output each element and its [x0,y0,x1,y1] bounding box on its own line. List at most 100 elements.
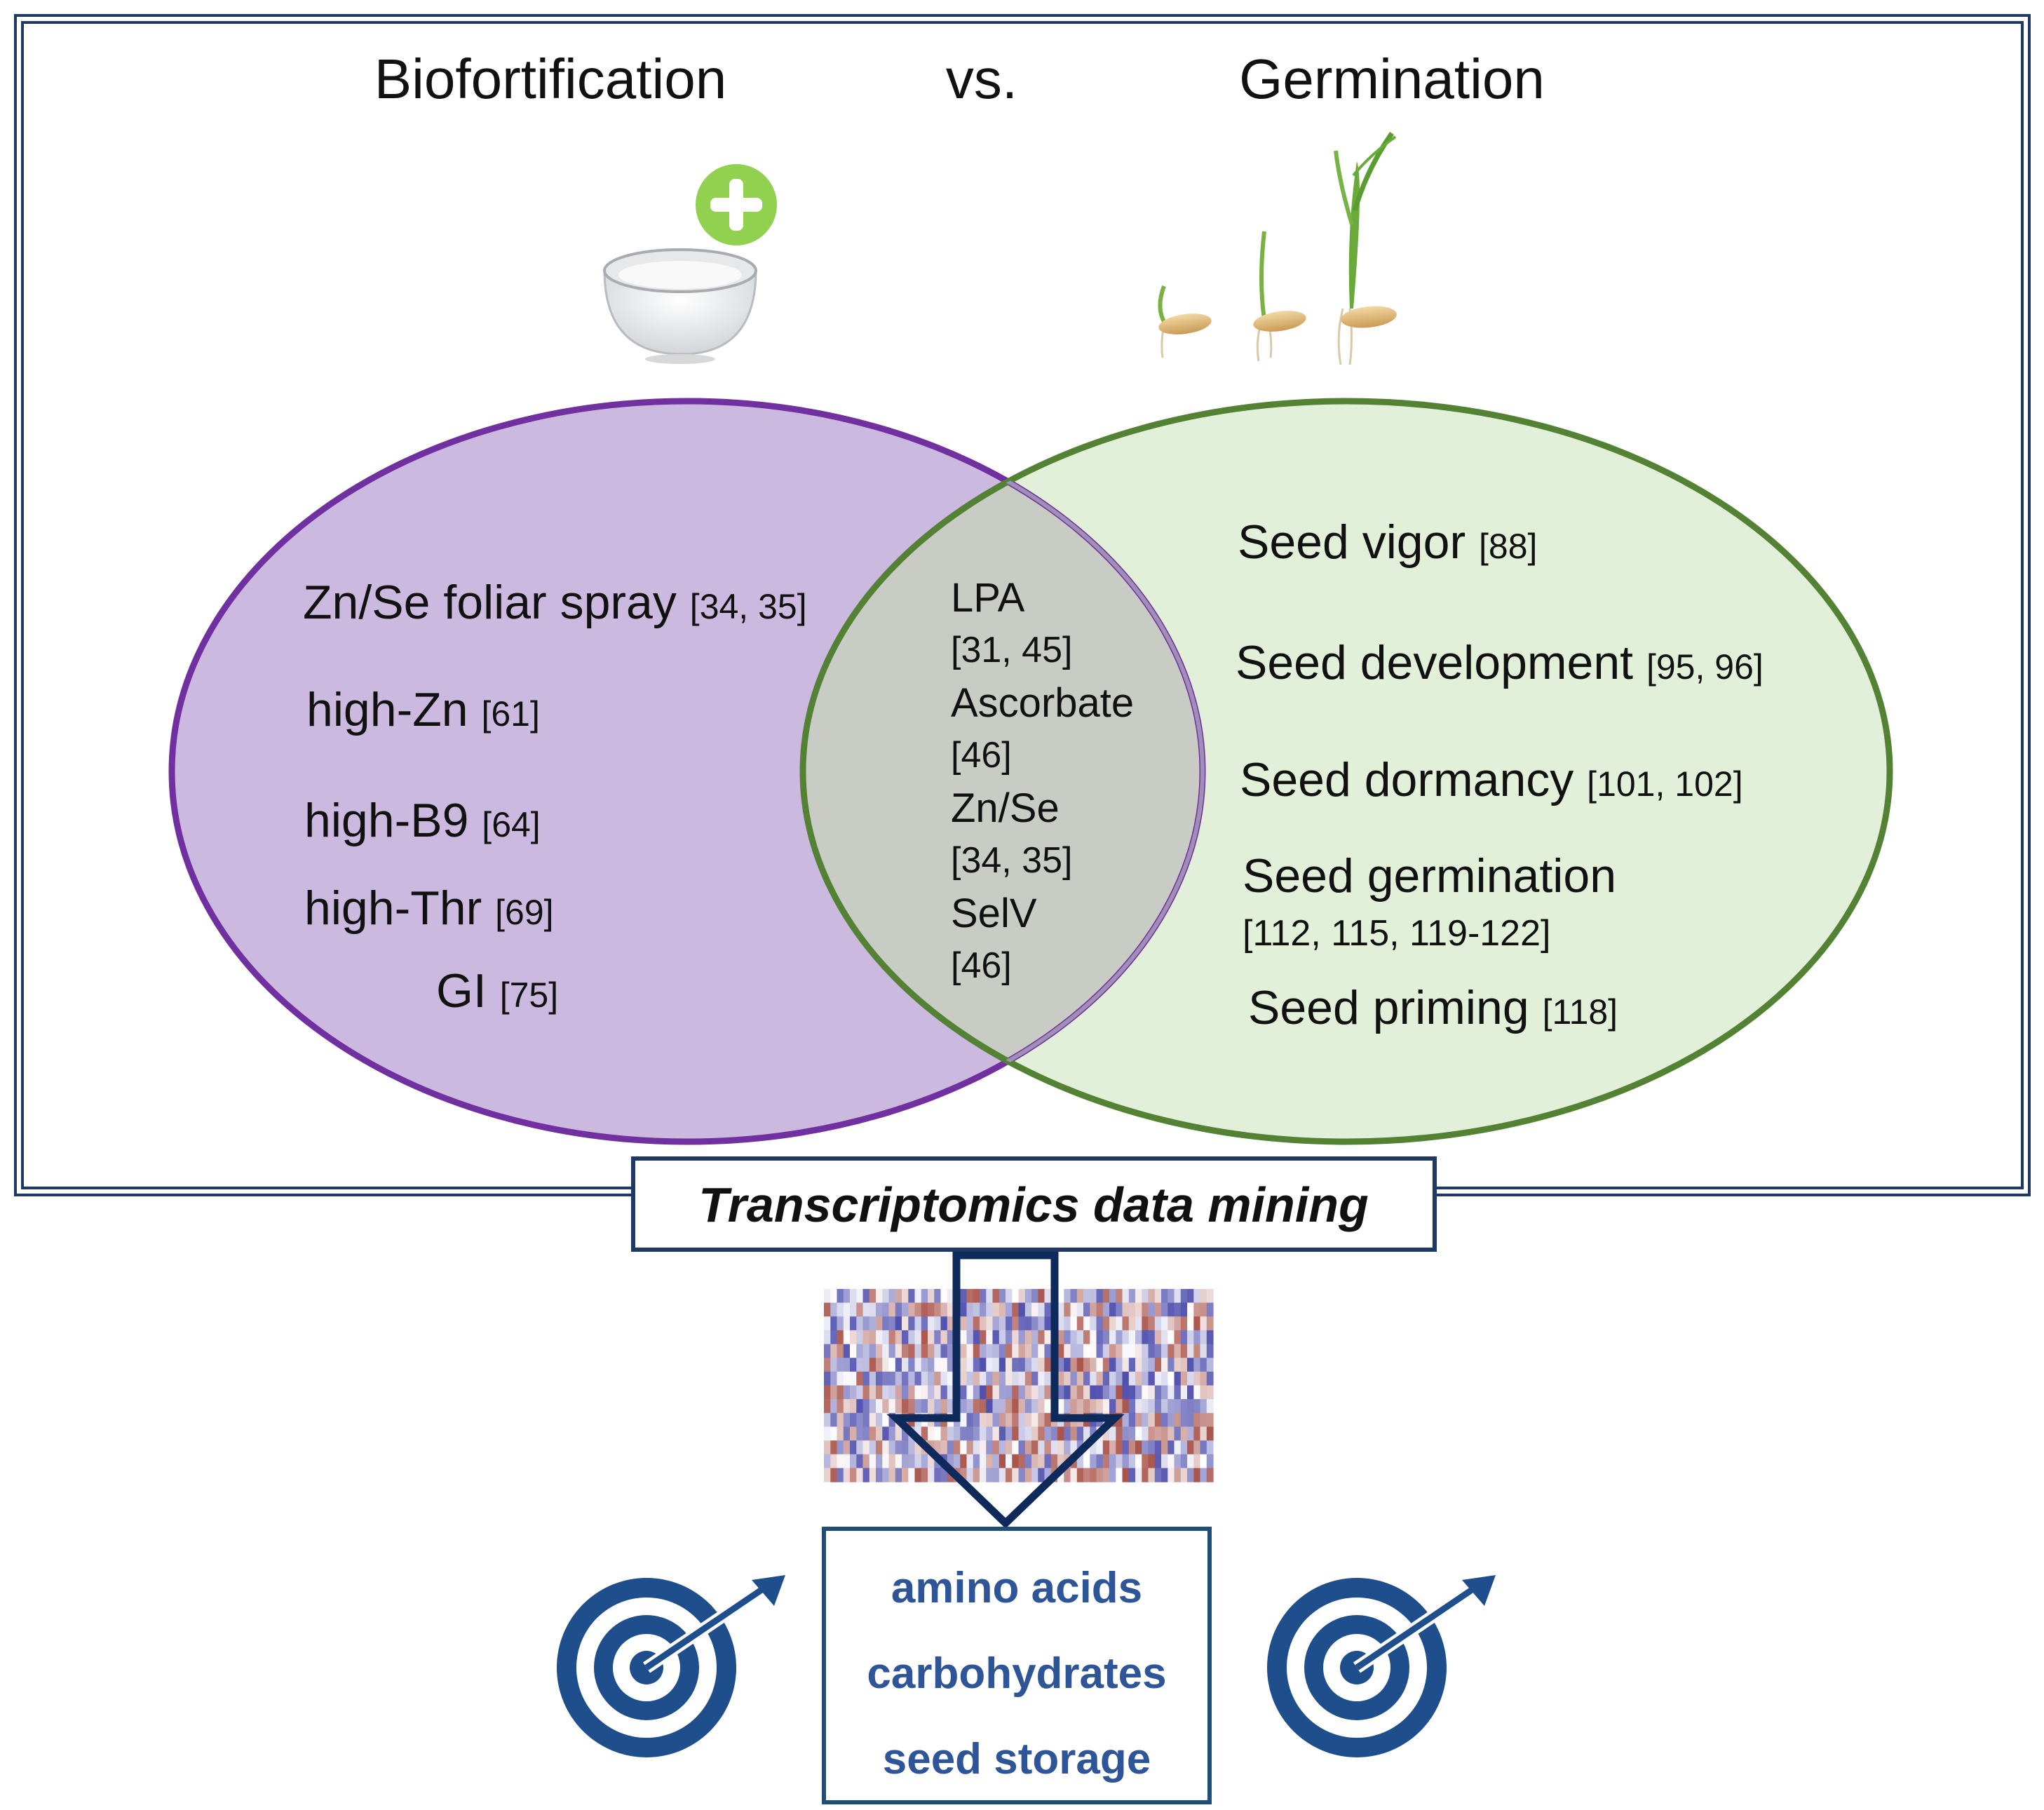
heatmap-cell [1167,1330,1175,1345]
heatmap-cell [1154,1371,1162,1386]
heatmap-cell [973,1344,980,1358]
overlap-item-label: Zn/Se [951,785,1060,831]
heatmap-cell [980,1385,987,1400]
heatmap-cell [1102,1316,1110,1331]
heatmap-cell [940,1468,948,1483]
heatmap-cell [1161,1316,1168,1331]
target-line: amino acids [891,1564,1142,1612]
right-item: Seed dormancy [101, 102] [1240,753,1743,806]
heatmap-cell [1076,1399,1084,1414]
heatmap-cell [837,1399,844,1414]
heatmap-cell [1102,1454,1110,1468]
heatmap-cell [1018,1412,1026,1427]
heatmap-cell [869,1344,877,1358]
heatmap-cell [999,1302,1006,1317]
heatmap-cell [1006,1358,1013,1372]
heatmap-cell [895,1440,902,1455]
heatmap-cell [1193,1330,1201,1345]
heatmap-cell [1109,1399,1116,1414]
heatmap-cell [992,1316,1000,1331]
heatmap-cell [895,1426,902,1441]
heatmap-cell [1122,1399,1130,1414]
heatmap-cell [856,1358,864,1372]
heatmap-cell [934,1302,942,1317]
heatmap-cell [934,1399,942,1414]
heatmap-cell [908,1344,916,1358]
heatmap-cell [928,1289,935,1304]
heatmap-cell [1076,1371,1084,1386]
heatmap-cell [1083,1302,1090,1317]
heatmap-cell [888,1302,896,1317]
heatmap-cell [1038,1385,1045,1400]
heatmap-cell [888,1316,896,1331]
heatmap-cell [1006,1399,1013,1414]
heatmap-cell [856,1371,864,1386]
heatmap-cell [1038,1316,1045,1331]
heatmap-cell [1038,1344,1045,1358]
heatmap-cell [1174,1289,1182,1304]
heatmap-cell [1128,1330,1136,1345]
heatmap-cell [1148,1468,1156,1483]
heatmap-cell [1076,1358,1084,1372]
heatmap-cell [850,1412,857,1427]
heatmap-cell [1038,1412,1045,1427]
heatmap-cell [1012,1426,1020,1441]
heatmap-cell [960,1344,968,1358]
heatmap-cell [940,1371,948,1386]
heatmap-cell [1076,1385,1084,1400]
heatmap-cell [824,1426,831,1441]
heatmap-cell [876,1330,883,1345]
heatmap-cell [1174,1468,1182,1483]
heatmap-cell [902,1440,909,1455]
heatmap-cell [1109,1454,1116,1468]
heatmap-cell [934,1426,942,1441]
heatmap-cell [1064,1385,1071,1400]
heatmap-cell [986,1454,994,1468]
heatmap-cell [1116,1440,1123,1455]
heatmap-cell [1142,1316,1149,1331]
heatmap-cell [1031,1316,1038,1331]
heatmap-cell [1161,1371,1168,1386]
heatmap-cell [830,1344,838,1358]
heatmap-cell [1102,1426,1110,1441]
heatmap-cell [1090,1399,1097,1414]
heatmap-cell [1154,1385,1162,1400]
heatmap-cell [876,1358,883,1372]
heatmap-cell [986,1358,994,1372]
heatmap-cell [966,1330,974,1345]
heatmap-cell [895,1344,902,1358]
heatmap-cell [843,1468,851,1483]
heatmap-cell [1122,1454,1130,1468]
heatmap-cell [1206,1399,1214,1414]
heatmap-cell [1187,1316,1194,1331]
heatmap-cell [1102,1385,1110,1400]
heatmap-cell [1135,1468,1142,1483]
heatmap-cell [902,1358,909,1372]
heatmap-cell [1154,1412,1162,1427]
heatmap-cell [914,1316,922,1331]
heatmap-cell [954,1426,961,1441]
heatmap-cell [850,1316,857,1331]
heatmap-cell [1064,1358,1071,1372]
heatmap-cell [1148,1358,1156,1372]
heatmap-cell [1109,1316,1116,1331]
heatmap-cell [1187,1426,1194,1441]
heatmap-cell [1167,1358,1175,1372]
heatmap-cell [921,1426,928,1441]
heatmap-cell [986,1426,994,1441]
heatmap-cell [1122,1412,1130,1427]
heatmap-cell [1174,1358,1182,1372]
heatmap-cell [1148,1330,1156,1345]
heatmap-cell [850,1344,857,1358]
heatmap-cell [1122,1440,1130,1455]
heatmap-cell [966,1358,974,1372]
heatmap-cell [999,1385,1006,1400]
heatmap-cell [1142,1440,1149,1455]
heatmap-cell [856,1289,864,1304]
heatmap-cell [1128,1289,1136,1304]
heatmap-cell [1161,1468,1168,1483]
heatmap-cell [1018,1302,1026,1317]
heatmap-cell [888,1371,896,1386]
heatmap-cell [966,1440,974,1455]
heatmap-cell [1161,1399,1168,1414]
